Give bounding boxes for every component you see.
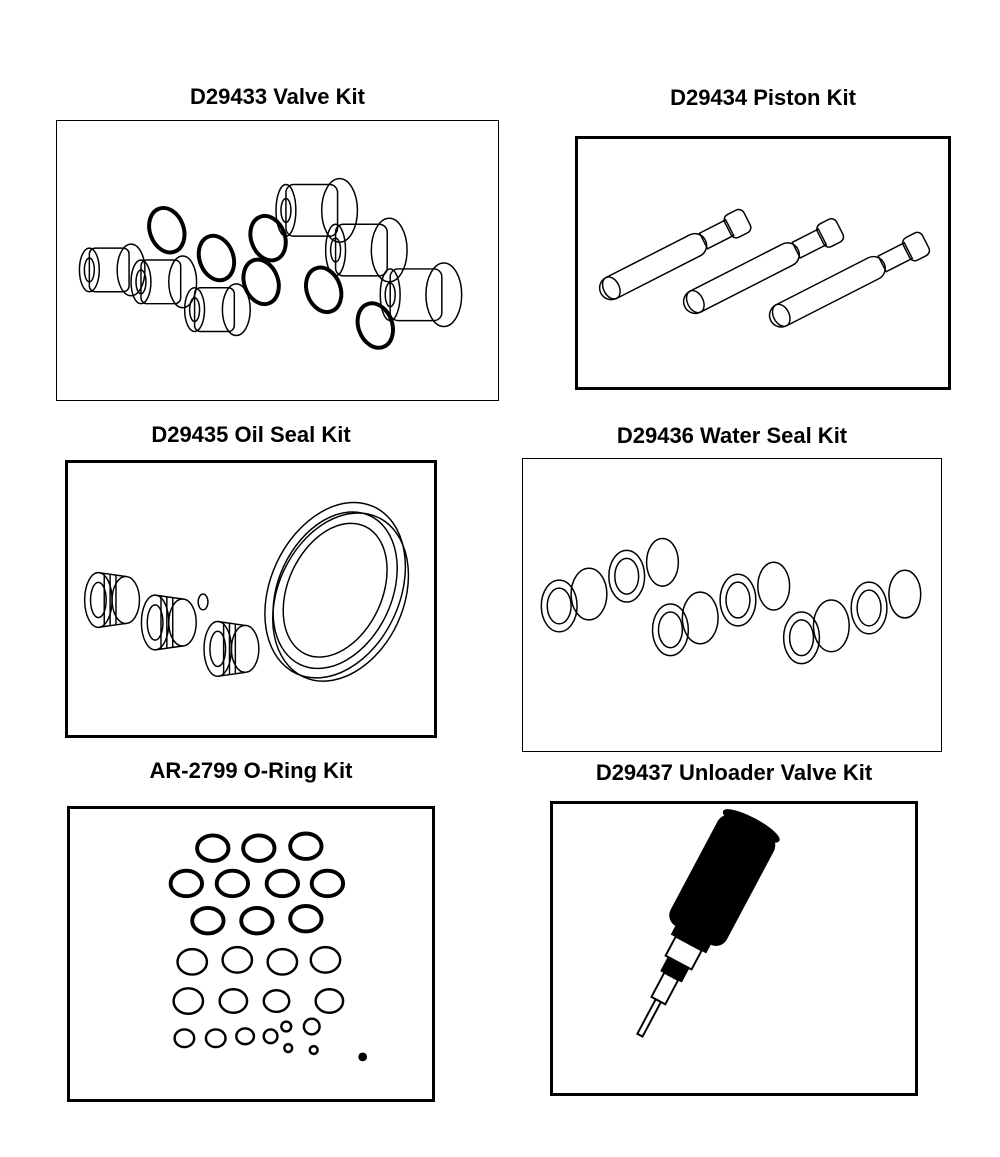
unloader-valve-kit-illustration bbox=[636, 809, 780, 1038]
kit-title-piston: D29434 Piston Kit bbox=[670, 85, 856, 110]
valve-kit-panel bbox=[56, 120, 499, 401]
oil-seal-kit-illustration bbox=[83, 501, 410, 682]
water-seal-kit-illustration bbox=[540, 537, 922, 665]
oil-seal-kit-panel bbox=[65, 460, 437, 738]
kit-title-oil-seal: D29435 Oil Seal Kit bbox=[151, 422, 351, 447]
o-ring-kit-illustration bbox=[168, 831, 368, 1062]
kit-title-valve: D29433 Valve Kit bbox=[190, 84, 365, 109]
piston-kit-panel bbox=[575, 136, 951, 390]
unloader-valve-kit-panel bbox=[550, 801, 918, 1096]
kit-title-unloader: D29437 Unloader Valve Kit bbox=[595, 760, 873, 785]
water-seal-kit-panel bbox=[522, 458, 942, 752]
kit-title-water-seal: D29436 Water Seal Kit bbox=[616, 423, 848, 448]
piston-kit-illustration bbox=[598, 208, 931, 328]
valve-kit-illustration bbox=[78, 177, 463, 350]
kit-title-o-ring: AR-2799 O-Ring Kit bbox=[149, 758, 353, 783]
o-ring-kit-panel bbox=[67, 806, 435, 1102]
